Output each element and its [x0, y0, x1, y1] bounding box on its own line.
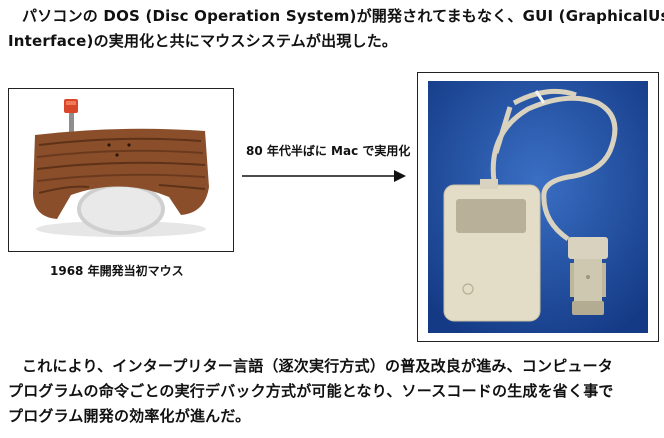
closing-line-1: これにより、インタープリター言語（逐次実行方式）の普及改良が進み、コンピュータ — [22, 357, 614, 375]
intro-line-1: パソコンの DOS (Disc Operation System)が開発されてま… — [22, 7, 664, 25]
intro-line-2: Interface)の実用化と共にマウスシステムが出現した。 — [8, 32, 398, 50]
intro-paragraph: パソコンの DOS (Disc Operation System)が開発されてま… — [8, 4, 664, 54]
wooden-mouse-illustration — [9, 89, 233, 251]
mouse-button-icon — [456, 199, 526, 233]
closing-line-2: プログラムの命令ごとの実行デバック方式が可能となり、ソースコードの生成を省く事で — [8, 382, 614, 400]
first-mouse-caption: 1968 年開発当初マウス — [50, 264, 184, 278]
first-mouse-photo — [8, 88, 234, 252]
right-arrow-icon — [242, 170, 406, 182]
closing-line-3: プログラム開発の効率化が進んだ。 — [8, 407, 251, 425]
closing-paragraph: これにより、インタープリター言語（逐次実行方式）の普及改良が進み、コンピュータ … — [8, 354, 660, 429]
mac-mouse-illustration — [428, 81, 648, 333]
arrow-label: 80 年代半ばに Mac で実用化 — [246, 144, 411, 158]
mac-mouse-photo — [417, 72, 659, 342]
